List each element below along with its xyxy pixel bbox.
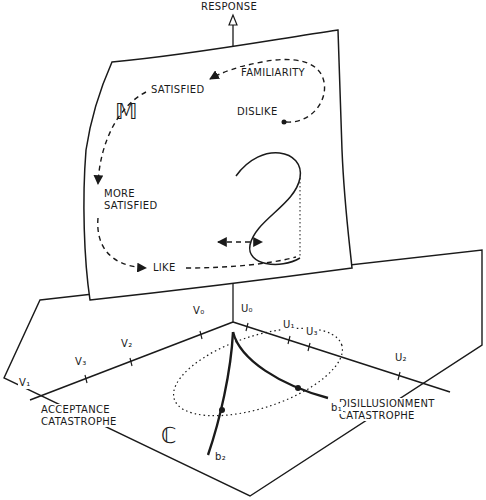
trajectory xyxy=(98,59,325,268)
surface-name: 𝕄 xyxy=(114,100,139,123)
behaviour-surface xyxy=(84,30,352,300)
dotted-cycle xyxy=(163,311,353,434)
state-label: DISLIKE xyxy=(236,106,279,118)
jump-point xyxy=(295,385,301,391)
state-label: SATISFIED xyxy=(150,84,205,96)
branch-label: b₂ xyxy=(214,451,227,463)
state-label: MORE SATISFIED xyxy=(103,188,167,211)
axis-tick-label: V₀ xyxy=(192,305,205,317)
state-label: LIKE xyxy=(152,262,177,274)
plane-name: ℂ xyxy=(160,424,178,447)
axis-tick-label: V₃ xyxy=(74,356,87,368)
catastrophe-label: ACCEPTANCE CATASTROPHE xyxy=(40,404,128,427)
surface-fold xyxy=(236,153,300,265)
branch-label: b₁ xyxy=(330,402,343,414)
axis-label: RESPONSE xyxy=(200,1,258,13)
axis-ticks xyxy=(85,323,400,383)
start-dot xyxy=(282,120,287,125)
jump-point xyxy=(219,407,225,413)
axis-tick-label: U₃ xyxy=(305,326,319,338)
axis-tick-label: V₁ xyxy=(18,377,31,389)
axis-tick-label: U₂ xyxy=(394,352,408,364)
arrow-head xyxy=(229,15,237,25)
fold-projection xyxy=(300,178,301,256)
axis-tick-label: V₂ xyxy=(120,338,133,350)
v-axis xyxy=(30,322,233,400)
state-label: FAMILIARITY xyxy=(240,67,306,79)
axis-tick-label: U₁ xyxy=(282,319,296,331)
cusp-branch xyxy=(233,332,328,398)
catastrophe-label: DISILLUSIONMENT CATASTROPHE xyxy=(338,398,452,421)
cusp-branch xyxy=(208,332,233,455)
axis-tick-label: U₀ xyxy=(240,303,254,315)
control-plane xyxy=(4,250,482,496)
